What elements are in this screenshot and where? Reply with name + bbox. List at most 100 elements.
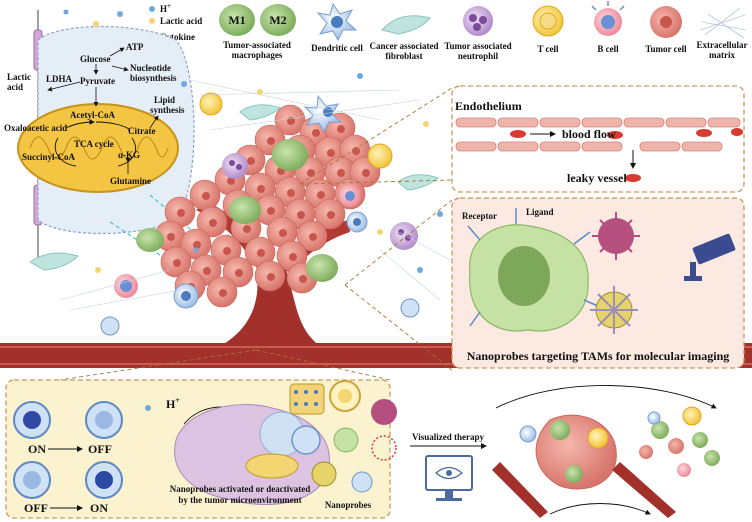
legend-tam-1: Tumor-associated xyxy=(223,40,291,50)
tumor-cell-nucleus xyxy=(219,289,227,297)
ecm-fibres xyxy=(59,79,451,311)
off-label-2: OFF xyxy=(24,501,48,515)
legend-b-cell: B cell xyxy=(597,44,619,54)
tumor-cell-nucleus xyxy=(307,169,315,177)
tumor-cell-nucleus xyxy=(267,207,275,215)
nanoprobe-core xyxy=(23,471,41,489)
legend-tan-1: Tumor associated xyxy=(444,41,511,51)
met-akg: α-KG xyxy=(118,150,140,160)
met-nucleotide-2: biosynthesis xyxy=(130,73,177,83)
legend-ecm-1: Extracellular xyxy=(697,40,748,50)
receptors xyxy=(467,208,599,327)
met-acetyl-coa: Acetyl-CoA xyxy=(70,110,115,120)
t-cell-icon xyxy=(532,5,564,37)
met-tca-cycle: TCA cycle xyxy=(74,139,114,149)
legend-m1: M1 xyxy=(228,13,245,27)
activation-h-plus: H+ xyxy=(166,396,180,411)
met-lactic-2: acid xyxy=(7,82,23,92)
met-lactic-1: Lactic xyxy=(7,72,31,82)
tumor-cell-nucleus xyxy=(267,273,275,281)
nanoprobe-core xyxy=(95,411,113,429)
golgi xyxy=(245,453,299,479)
tumor-cell-nucleus xyxy=(312,129,320,137)
met-pyruvate: Pyruvate xyxy=(80,76,115,86)
met-glucose: Glucose xyxy=(80,54,111,64)
tumor-cell-nucleus xyxy=(193,241,201,249)
legend-tan-2: neutrophil xyxy=(458,51,499,61)
legend-cytokine: Cytokine xyxy=(160,32,195,42)
receptor-label: Receptor xyxy=(462,211,497,221)
panel-connectors xyxy=(59,87,453,381)
activation-caption-1: Nanoprobes activated or deactivated xyxy=(170,484,310,494)
tumor-cell-nucleus xyxy=(337,125,345,133)
met-lipid-2: synthesis xyxy=(150,105,185,115)
tumor-cell-nucleus xyxy=(173,259,181,267)
nanoprobe-yellow xyxy=(590,286,638,334)
on-label-1: ON xyxy=(28,442,46,456)
therapy-section: Visualized therapy xyxy=(410,385,720,518)
tumor-cell-nucleus xyxy=(203,267,211,275)
tumor-cell-nucleus xyxy=(289,253,297,261)
endothelium-panel: Endothelium blood flow leaky vessel xyxy=(451,85,745,193)
met-ldha: LDHA xyxy=(46,74,73,84)
tumor-cell-nucleus xyxy=(235,269,243,277)
met-oxaloacetic: Oxaloacetic acid xyxy=(4,123,67,133)
tumor-cell-nucleus xyxy=(352,147,360,155)
legend-m2: M2 xyxy=(269,13,286,27)
met-succinyl-coa: Succinyl-CoA xyxy=(22,152,76,162)
nanoprobe-purple xyxy=(592,212,640,260)
m2-macrophage-icon xyxy=(260,4,296,36)
legend: H+ Lactic acid Cytokine M1 M2 Tumor-asso… xyxy=(148,1,748,61)
tumor-cell-nucleus xyxy=(177,209,185,217)
nanoprobe-core xyxy=(23,411,41,429)
legend-tumor: Tumor cell xyxy=(645,44,687,54)
tumor-cell-nucleus xyxy=(327,211,335,219)
tumor-cell-nucleus xyxy=(223,247,231,255)
nanoprobes-group: Nanoprobes xyxy=(289,380,397,510)
tumor-cell-nucleus xyxy=(227,177,235,185)
met-nucleotide-1: Nucleotide xyxy=(130,63,171,73)
targeting-panel: Receptor Ligand Nanoprobes targeting TAM… xyxy=(451,197,745,369)
on-label-2: ON xyxy=(90,501,108,515)
off-label-1: OFF xyxy=(88,442,112,456)
tumor-cell-nucleus xyxy=(287,189,295,197)
h-plus-dot xyxy=(149,6,155,12)
fibroblast-icon xyxy=(381,15,431,35)
tumor-cell-nucleus xyxy=(327,149,335,157)
ligand-label: Ligand xyxy=(526,207,554,217)
met-citrate: Citrate xyxy=(128,126,155,136)
tumor-cell-nucleus xyxy=(267,137,275,145)
neutrophil-icon xyxy=(463,6,493,36)
tumor-cell-icon xyxy=(650,6,682,38)
legend-h-plus: H+ xyxy=(160,2,171,14)
treated-tumor xyxy=(639,406,720,477)
cristae xyxy=(29,136,169,160)
tumor-cell-nucleus xyxy=(247,157,255,165)
tumor-cell-nucleus xyxy=(257,249,265,257)
tumor-cell-nucleus xyxy=(209,219,217,227)
tumor-cell-nucleus xyxy=(202,192,210,200)
m1-macrophage-icon xyxy=(219,4,255,36)
legend-ecm-2: matrix xyxy=(709,50,735,60)
scattered-dots xyxy=(63,9,443,273)
legend-tam-2: macrophages xyxy=(232,50,283,60)
b-cell-icon xyxy=(591,1,625,36)
legend-caf-1: Cancer associated xyxy=(369,41,438,51)
legend-caf-2: fibroblast xyxy=(385,51,422,61)
metabolism-panel: Lactic acid Glucose ATP LDHA Pyruvate Nu… xyxy=(4,10,195,263)
nanoprobe-core xyxy=(95,471,113,489)
dendritic-cell-icon xyxy=(316,2,358,42)
legend-lactic-acid: Lactic acid xyxy=(160,16,202,26)
lactic-acid-dot xyxy=(149,18,155,24)
met-atp: ATP xyxy=(126,42,144,52)
tumor-cell-nucleus xyxy=(317,191,325,199)
tumor-cell-nucleus xyxy=(279,229,287,237)
tumor-cell-nucleus xyxy=(337,169,345,177)
tumor-cell-nucleus xyxy=(257,185,265,193)
tumor-cell-nucleus xyxy=(167,233,175,241)
tumor-cell-nucleus xyxy=(299,275,307,283)
tam-nucleus xyxy=(498,246,550,306)
tumor-cell-nucleus xyxy=(309,233,317,241)
endothelium-title: Endothelium xyxy=(455,99,522,113)
